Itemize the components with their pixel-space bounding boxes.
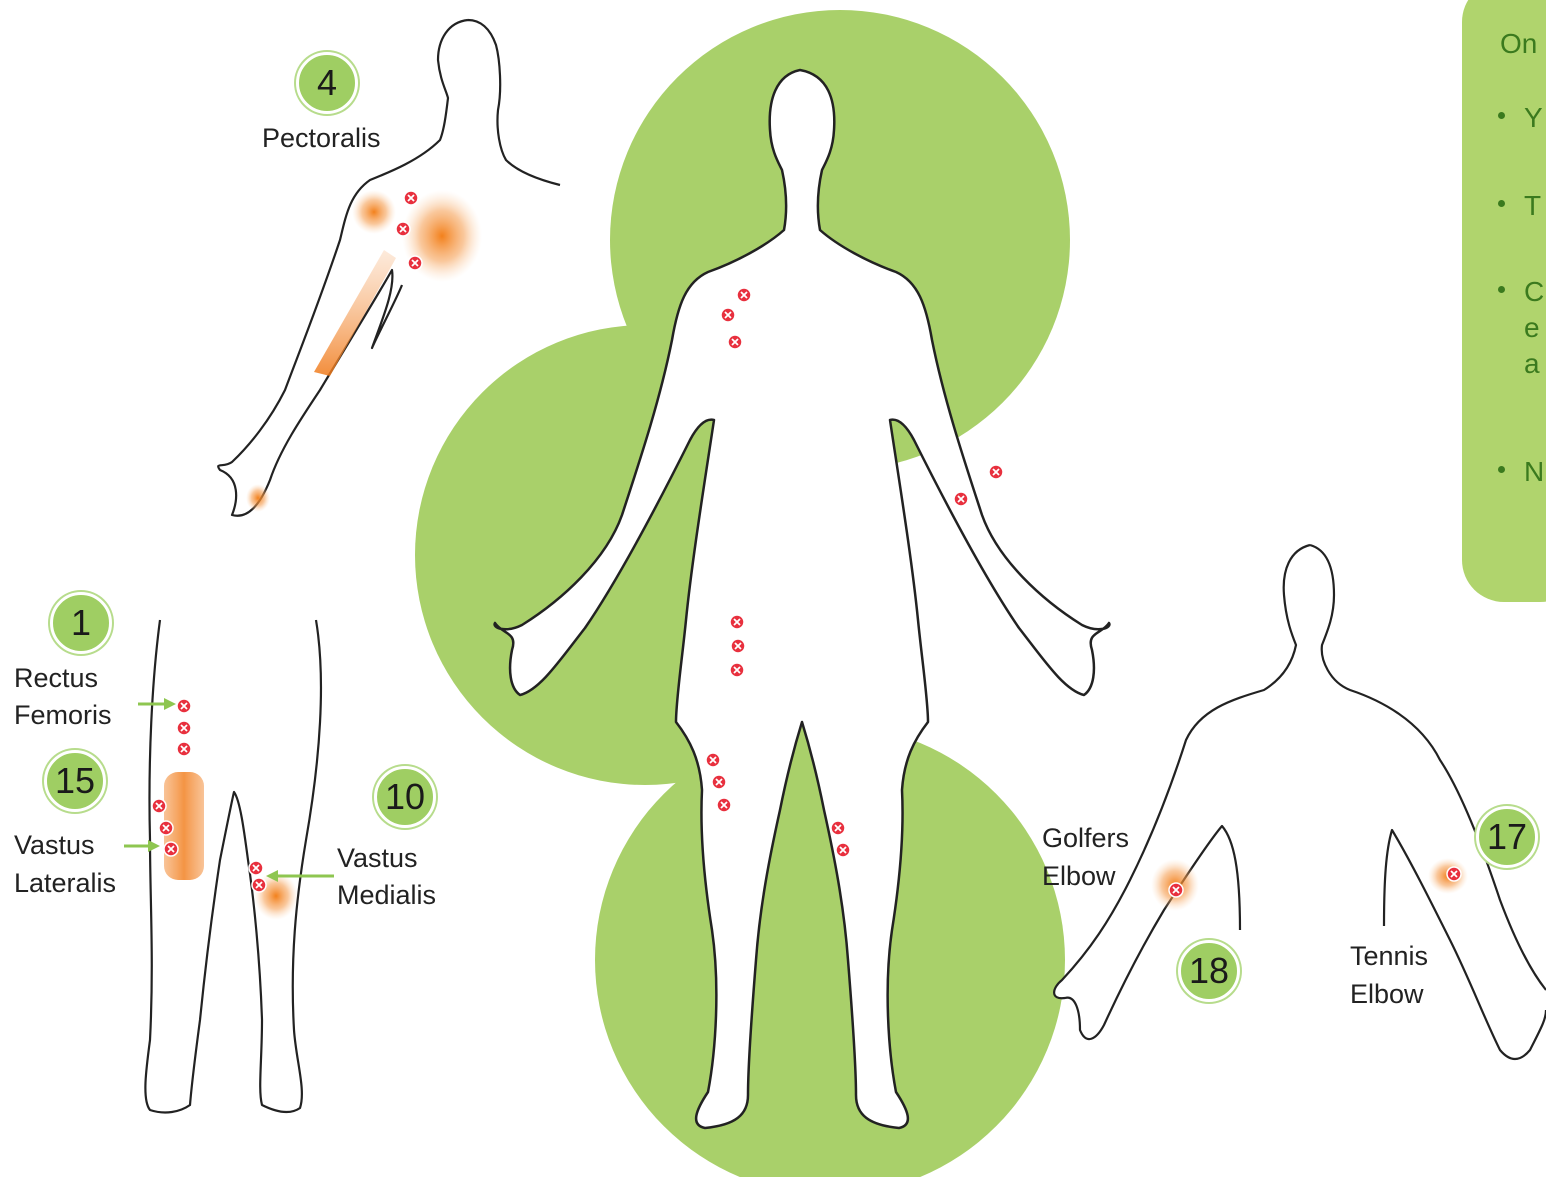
bullet-text: N [1524, 454, 1544, 490]
label-vastus-lateralis-line1: Vastus [14, 827, 95, 864]
badge-pectoralis: 4 [296, 52, 358, 114]
trigger-point-marker [721, 308, 735, 322]
bullet-dot [1498, 286, 1505, 293]
trigger-point-marker [177, 699, 191, 713]
trigger-point-marker [404, 191, 418, 205]
label-vastus-medialis-line1: Vastus [337, 840, 418, 877]
bullet-dot [1498, 112, 1505, 119]
badge-vastus-medialis: 10 [374, 766, 436, 828]
label-tennis-elbow-line1: Tennis [1350, 938, 1428, 975]
trigger-point-marker [249, 861, 263, 875]
badge-rectus-femoris: 1 [50, 592, 112, 654]
trigger-point-marker [252, 878, 266, 892]
label-golfers-elbow-line1: Golfers [1042, 820, 1129, 857]
pointer-arrows [124, 698, 334, 882]
info-panel-heading: On [1500, 28, 1537, 60]
trigger-point-marker [152, 799, 166, 813]
label-golfers-elbow-line2: Elbow [1042, 858, 1116, 895]
label-vastus-medialis-line2: Medialis [337, 877, 436, 914]
trigger-point-marker [1447, 867, 1461, 881]
trigger-point-marker [728, 335, 742, 349]
trigger-point-marker [831, 821, 845, 835]
trigger-point-marker [177, 721, 191, 735]
trigger-point-marker [737, 288, 751, 302]
trigger-point-marker [730, 663, 744, 677]
trigger-point-marker [396, 222, 410, 236]
bullet-text: T [1524, 188, 1541, 224]
bullet-dot [1498, 200, 1505, 207]
label-pectoralis: Pectoralis [262, 120, 381, 157]
arms-figure-outline [1054, 545, 1546, 1059]
trigger-point-marker [730, 615, 744, 629]
label-rectus-femoris-line2: Femoris [14, 697, 112, 734]
trigger-point-marker [408, 256, 422, 270]
label-tennis-elbow-line2: Elbow [1350, 976, 1424, 1013]
trigger-point-marker [989, 465, 1003, 479]
trigger-point-marker [712, 775, 726, 789]
bullet-text: C e a [1524, 274, 1544, 382]
trigger-point-marker [164, 842, 178, 856]
label-vastus-lateralis-line2: Lateralis [14, 865, 116, 902]
trigger-point-marker [1169, 883, 1183, 897]
bullet-text: Y [1524, 100, 1543, 136]
info-panel: On Y T C e a N [1462, 0, 1546, 602]
badge-tennis-elbow: 17 [1476, 806, 1538, 868]
trigger-point-marker [836, 843, 850, 857]
trigger-point-marker [954, 492, 968, 506]
label-rectus-femoris-line1: Rectus [14, 660, 98, 697]
info-bullet: Y [1498, 100, 1546, 160]
info-bullet: N [1498, 454, 1546, 514]
info-bullet: T [1498, 188, 1546, 248]
info-bullet: C e a [1498, 274, 1546, 394]
trigger-point-marker [159, 821, 173, 835]
badge-golfers-elbow: 18 [1178, 940, 1240, 1002]
badge-vastus-lateralis: 15 [44, 750, 106, 812]
trigger-point-marker [731, 639, 745, 653]
bullet-dot [1498, 466, 1505, 473]
trigger-point-marker [706, 753, 720, 767]
trigger-point-marker [717, 798, 731, 812]
trigger-point-marker [177, 742, 191, 756]
